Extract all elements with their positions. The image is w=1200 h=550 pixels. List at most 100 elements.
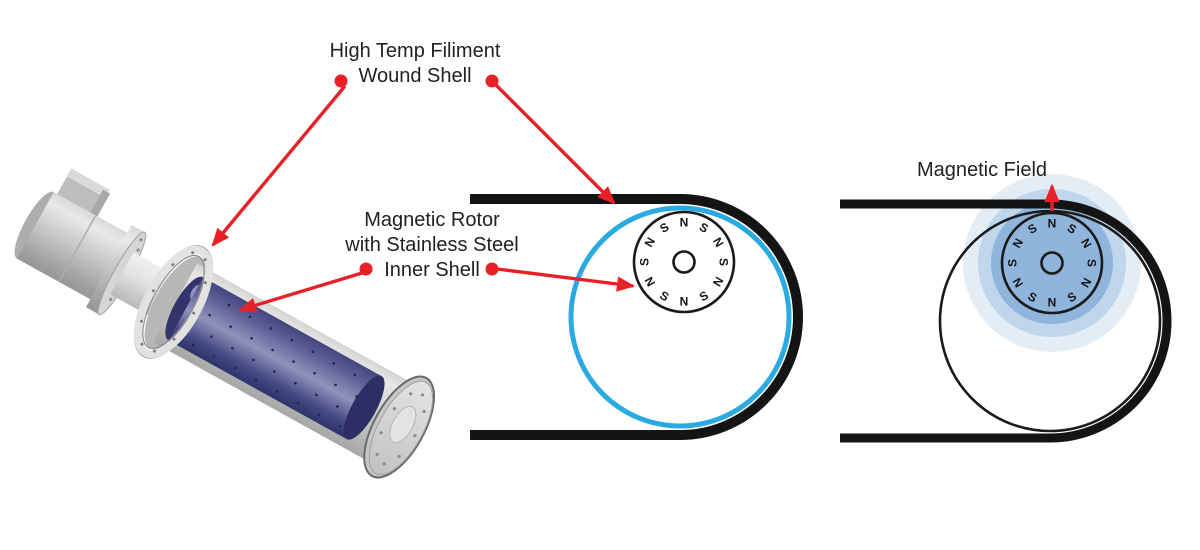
end-cap-bolts — [375, 392, 426, 466]
magnet-pole-label: S — [657, 288, 671, 304]
rotor-dot — [336, 405, 339, 408]
bolt-dot — [422, 409, 426, 414]
motor-junction-box — [55, 168, 111, 219]
rotor-dot — [292, 360, 295, 363]
rotor-dot — [229, 325, 232, 329]
rotor-dot — [315, 393, 318, 397]
bolt-dot — [192, 311, 196, 315]
label-rotor-line2: with Stainless Steel — [344, 234, 518, 256]
rotor-dot — [250, 337, 253, 340]
end-cap-hub — [389, 405, 417, 444]
magnet-pole-label: S — [638, 258, 652, 266]
magnet-pole-label: N — [710, 275, 726, 290]
rotor-dot — [227, 303, 231, 307]
bolt-dot — [420, 393, 425, 397]
rotor-dot — [254, 378, 258, 382]
rotor-dot — [191, 343, 195, 347]
rotor-dot — [317, 413, 321, 416]
rotor-dot — [273, 370, 276, 373]
bolt-dot — [172, 337, 176, 341]
magnet-pole-label: S — [697, 288, 711, 304]
callout-arrow-rotor-to-drum — [237, 268, 373, 313]
magnet-pole-label: N — [680, 216, 689, 230]
bolt-dot — [152, 349, 156, 353]
magnet-pole-label: S — [697, 220, 711, 236]
rotor-dot — [271, 348, 274, 352]
callout-arrows — [211, 74, 636, 313]
magnet-ring — [632, 210, 736, 314]
rotor-dot — [311, 350, 315, 354]
rotor-dot — [290, 338, 294, 342]
rotor-dot — [212, 355, 216, 358]
rotor-dot — [233, 366, 237, 370]
rotor-dot — [248, 315, 252, 319]
rotor-dot — [338, 424, 342, 428]
callout-arrow-shell-to-drum — [211, 84, 347, 247]
bolt-dot — [191, 251, 195, 255]
magnet-pole-label: S — [657, 220, 671, 236]
rotor-dot — [210, 335, 213, 338]
conveyor-belt — [470, 194, 803, 440]
label-shell-line2: Wound Shell — [358, 65, 471, 87]
rotor-dot — [231, 347, 234, 350]
bolt-dot — [203, 281, 207, 285]
shell-front-rim — [133, 245, 214, 359]
rim-bolts — [140, 251, 207, 353]
rotor-dot — [296, 401, 300, 405]
rotor-dot — [332, 362, 336, 365]
bolt-dot — [397, 454, 401, 459]
callout-arrow-shell-to-section — [494, 83, 616, 205]
drum-motor-illustration — [14, 168, 436, 479]
rotor-dot — [294, 381, 297, 385]
magnet-pole-label: S — [1006, 259, 1020, 267]
rotor-shaft-hole — [1040, 251, 1064, 275]
label-rotor-line1: Magnetic Rotor — [364, 209, 500, 231]
magnet-pole-label: S — [717, 258, 731, 266]
magnet-pole-label: S — [1085, 259, 1099, 267]
bolt-dot — [382, 462, 386, 466]
magnet-pole-label: N — [642, 235, 658, 250]
bolt-dot — [140, 342, 144, 346]
filament-wound-shell-circle — [568, 205, 792, 429]
rotor-dot — [313, 371, 316, 375]
rotor-dot — [252, 358, 255, 362]
bolt-dot — [136, 248, 140, 252]
rotor-dot — [353, 373, 357, 377]
callout-dot-shell-left — [334, 74, 348, 88]
rotor-dot — [208, 313, 211, 317]
magnet-pole-label: N — [1048, 296, 1057, 310]
conveyor-belt-right — [840, 199, 1172, 443]
bolt-dot — [379, 431, 383, 435]
rotor-dot — [269, 327, 273, 330]
label-rotor-line3: Inner Shell — [384, 259, 480, 281]
label-shell-line1: High Temp Filiment — [330, 40, 501, 62]
bolt-dot — [109, 297, 113, 302]
magnetic-rotor-3d — [165, 276, 385, 440]
magnet-ring — [1000, 211, 1104, 315]
bolt-dot — [375, 452, 379, 456]
drum-end-cap — [363, 375, 436, 479]
rotor-magnet-dots — [189, 292, 358, 428]
bolt-dot — [171, 263, 175, 267]
magnet-pole-label: N — [680, 295, 689, 309]
labels: High Temp Filiment Wound Shell Magnetic … — [330, 40, 1047, 281]
rotor-dot — [334, 383, 337, 387]
label-magnetic-field: Magnetic Field — [917, 159, 1047, 181]
callout-arrow-rotor-to-section — [496, 267, 636, 292]
shell-circle-right — [938, 209, 1162, 433]
magnet-pole-label: N — [642, 275, 658, 290]
rotor-shaft-hole — [672, 250, 696, 274]
bolt-dot — [140, 319, 144, 323]
magnet-pole-label: N — [710, 235, 726, 250]
rotor-dot — [355, 395, 358, 398]
drive-motor — [14, 191, 187, 324]
bolt-dot — [139, 238, 143, 242]
bolt-dot — [413, 434, 417, 438]
rotor-dot — [275, 390, 279, 393]
bolt-dot — [409, 392, 413, 396]
